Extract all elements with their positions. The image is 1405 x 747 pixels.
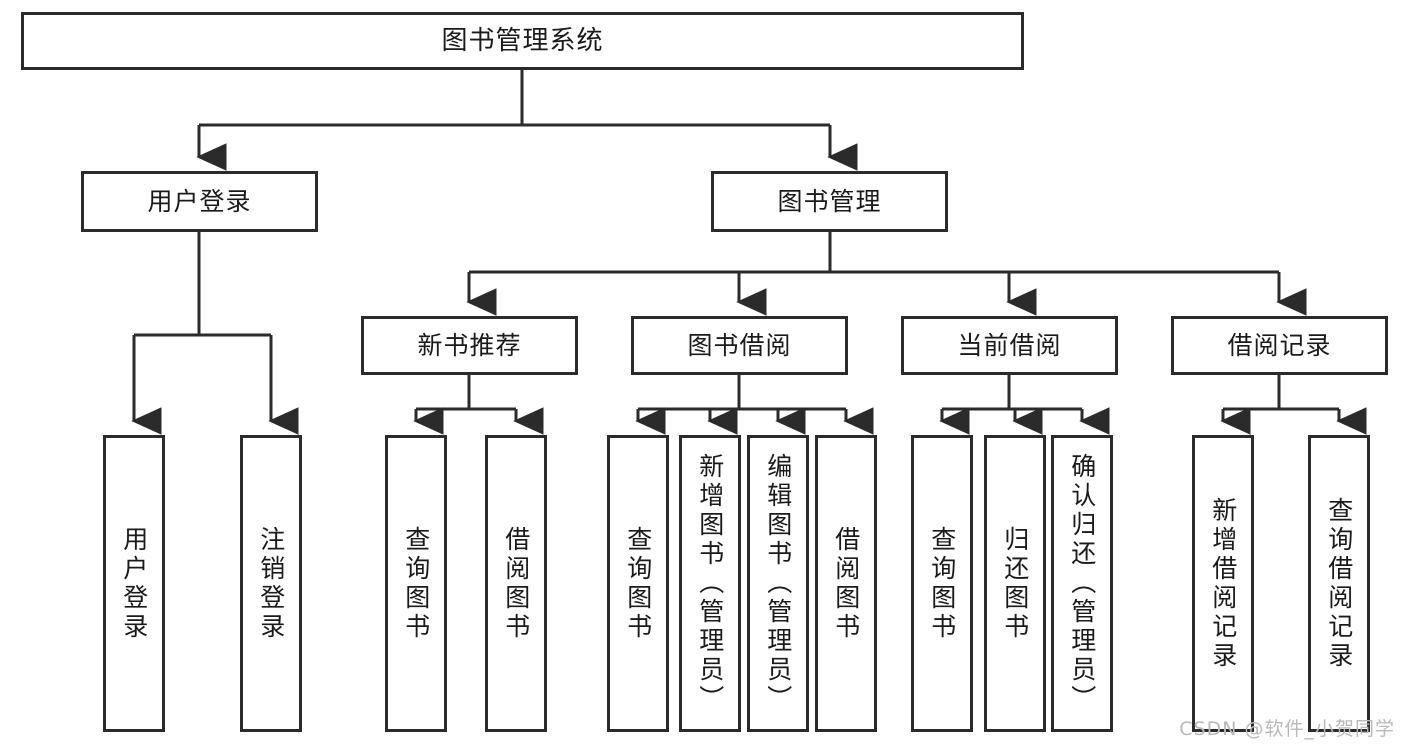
node-book-management-label: 图书管理 [777, 186, 882, 216]
node-current-borrow-label: 当前借阅 [957, 330, 1062, 360]
node-leaf-query-book-current-label: 查询图书 [927, 525, 957, 642]
node-leaf-query-book-new-label: 查询图书 [401, 525, 431, 642]
node-leaf-borrow-book-new-label: 借阅图书 [501, 525, 531, 642]
node-leaf-logout[interactable]: 注销登录 [240, 435, 302, 732]
node-root[interactable]: 图书管理系统 [21, 12, 1024, 70]
node-leaf-edit-book-label: 编辑图书（管理员） [763, 453, 793, 714]
node-borrow-records[interactable]: 借阅记录 [1171, 316, 1388, 375]
node-leaf-query-book-current[interactable]: 查询图书 [911, 435, 973, 732]
node-leaf-return-book-label: 归还图书 [1000, 525, 1030, 642]
node-leaf-user-login-label: 用户登录 [119, 525, 149, 642]
node-leaf-borrow-book[interactable]: 借阅图书 [815, 435, 877, 732]
node-leaf-add-record-label: 新增借阅记录 [1208, 496, 1238, 671]
node-leaf-logout-label: 注销登录 [256, 525, 286, 642]
node-leaf-query-record[interactable]: 查询借阅记录 [1308, 435, 1370, 732]
node-leaf-query-book-borrow-label: 查询图书 [623, 525, 653, 642]
node-leaf-add-record[interactable]: 新增借阅记录 [1192, 435, 1254, 732]
node-leaf-return-book[interactable]: 归还图书 [984, 435, 1046, 732]
node-borrow-records-label: 借阅记录 [1227, 330, 1332, 360]
node-user-login-label: 用户登录 [147, 186, 252, 216]
node-leaf-borrow-book-new[interactable]: 借阅图书 [485, 435, 547, 732]
node-new-book-recommend-label: 新书推荐 [417, 330, 522, 360]
node-book-management[interactable]: 图书管理 [711, 171, 948, 232]
node-leaf-query-book-new[interactable]: 查询图书 [385, 435, 447, 732]
node-leaf-query-record-label: 查询借阅记录 [1324, 496, 1354, 671]
node-leaf-query-book-borrow[interactable]: 查询图书 [607, 435, 669, 732]
node-book-borrow-label: 图书借阅 [687, 330, 792, 360]
node-book-borrow[interactable]: 图书借阅 [631, 316, 848, 375]
node-leaf-add-book[interactable]: 新增图书（管理员） [679, 435, 741, 732]
node-root-label: 图书管理系统 [441, 25, 604, 56]
node-leaf-confirm-return[interactable]: 确认归还（管理员） [1051, 435, 1113, 732]
node-leaf-borrow-book-label: 借阅图书 [831, 525, 861, 642]
node-leaf-confirm-return-label: 确认归还（管理员） [1067, 453, 1097, 714]
node-leaf-edit-book[interactable]: 编辑图书（管理员） [747, 435, 809, 732]
node-leaf-user-login[interactable]: 用户登录 [103, 435, 165, 732]
node-leaf-add-book-label: 新增图书（管理员） [695, 453, 725, 714]
watermark: CSDN @软件_小贺同学 [1179, 718, 1395, 740]
node-user-login[interactable]: 用户登录 [81, 171, 318, 232]
node-current-borrow[interactable]: 当前借阅 [901, 316, 1118, 375]
node-new-book-recommend[interactable]: 新书推荐 [361, 316, 578, 375]
